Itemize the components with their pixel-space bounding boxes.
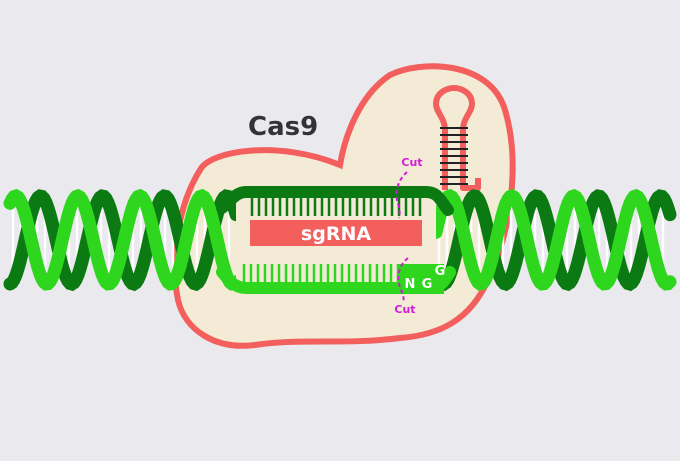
pam-g2: G	[435, 264, 446, 279]
cut-label-bottom: Cut	[394, 303, 415, 316]
dna-helix-right	[436, 188, 677, 292]
sgrna-hairpin	[433, 85, 481, 191]
dna-helix-left	[3, 188, 236, 292]
unwound-dna-region: sgRNA N G G	[216, 186, 456, 294]
pam-n: N	[405, 277, 416, 292]
cut-marker-bottom	[397, 257, 409, 303]
target-strand-top	[216, 186, 454, 216]
sgrna-label: sgRNA	[301, 223, 371, 245]
cut-label-top: Cut	[401, 156, 422, 169]
pam-box	[398, 264, 444, 294]
pam-g1: G	[422, 277, 433, 292]
non-target-strand-bottom	[216, 266, 456, 294]
cut-marker-top	[395, 171, 408, 219]
cas9-label: Cas9	[248, 112, 318, 142]
sgrna-bar	[250, 220, 422, 246]
